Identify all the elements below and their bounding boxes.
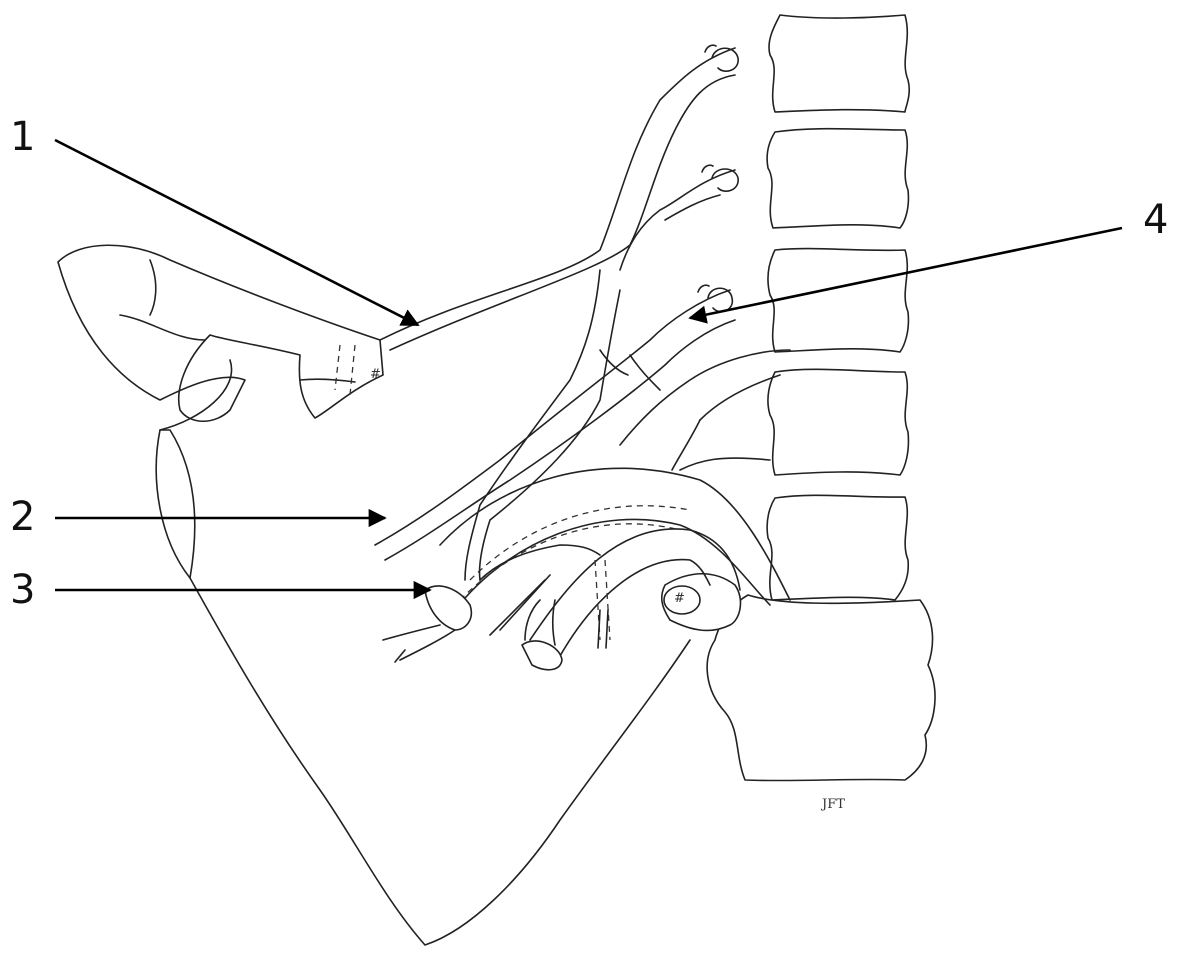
label-2: 2 (10, 494, 35, 540)
arrow-1 (55, 140, 418, 325)
vertebrae (707, 15, 935, 781)
scapula (156, 360, 690, 945)
label-4: 4 (1143, 197, 1168, 243)
artist-signature: JFT (820, 797, 845, 812)
hash-mark-acromion: # (370, 367, 381, 382)
label-3: 3 (10, 567, 35, 613)
label-1: 1 (10, 114, 35, 160)
nerve-root-loops (698, 45, 738, 311)
hash-mark-clavicle: # (674, 591, 685, 606)
brachial-plexus (375, 48, 790, 662)
